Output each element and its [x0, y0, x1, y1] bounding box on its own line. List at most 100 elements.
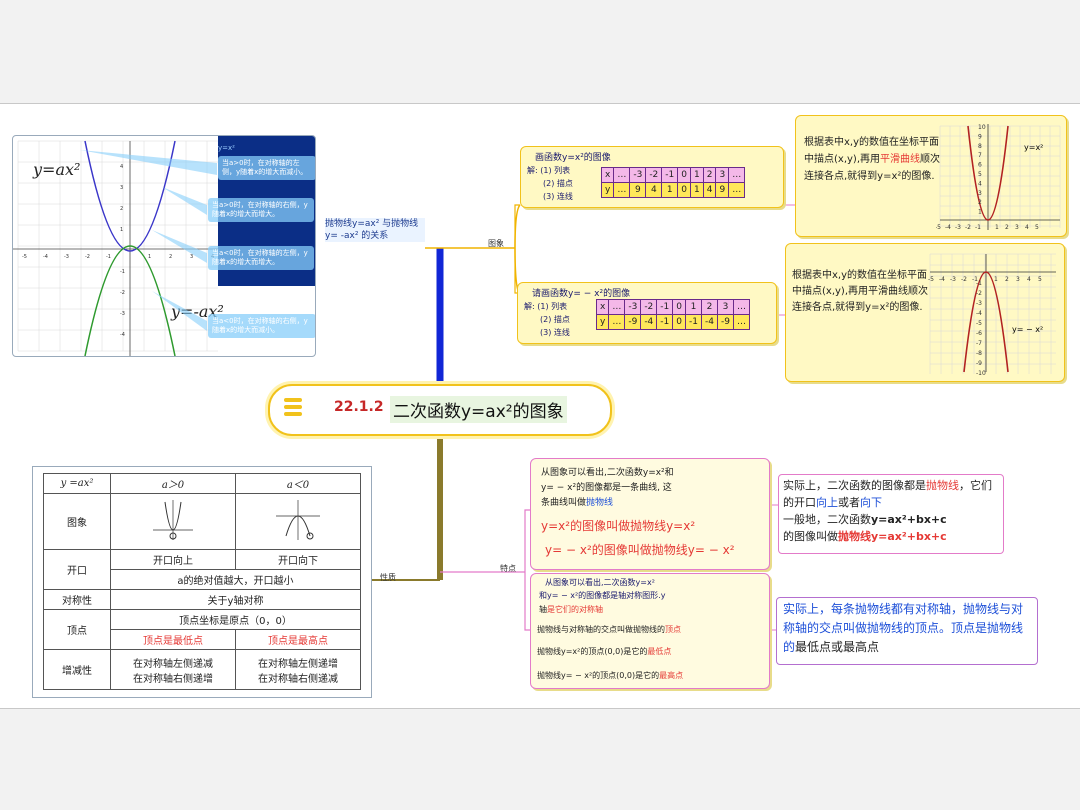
cell: -1 — [661, 167, 679, 183]
cell: -9 — [624, 314, 642, 330]
x-tick-label: -2 — [85, 254, 90, 260]
task1-heading: 画函数y=x²的图像 — [535, 153, 611, 163]
prop-vertex-row: 顶点顶点坐标是原点（0，0） — [43, 609, 361, 650]
f2-l5a: 抛物线y=x²的顶点(0,0)是它的 — [537, 647, 648, 656]
x-tick-label: -3 — [955, 224, 961, 231]
x-tick-label: -1 — [972, 276, 978, 283]
prop-image-pos — [110, 493, 236, 550]
task2-step2: (2) 描点 — [540, 315, 570, 324]
cell: 2 — [701, 299, 718, 315]
note2-box[interactable]: 根据表中x,y的数值在坐标平面中描点(x,y),再用平滑曲线顺次连接各点,就得到… — [785, 243, 1065, 382]
prop-mono-pos-2: 在对称轴右侧递增 — [133, 673, 213, 685]
task1-box[interactable]: 画函数y=x²的图像 解: (1) 列表 (2) 描点 (3) 连线 x…-3-… — [520, 146, 784, 208]
f1n-b: 抛物线 — [926, 479, 959, 492]
x-tick-label: -5 — [936, 224, 941, 231]
prop-image-neg — [235, 493, 361, 550]
cell: -3 — [629, 167, 647, 183]
y-tick-label: -4 — [120, 332, 125, 338]
task2-heading: 请画函数y= − x²的图像 — [532, 289, 631, 299]
branch-properties[interactable]: 性质 — [380, 573, 396, 582]
prop-mono-neg-1: 在对称轴左侧递增 — [258, 658, 338, 670]
feature1-box[interactable]: 从图象可以看出,二次函数y=x²和 y= − x²的图像都是一条曲线, 这 条曲… — [530, 458, 770, 570]
cell: -1 — [685, 314, 702, 330]
note2-text: 根据表中x,y的数值在坐标平面中描点(x,y),再用平滑曲线顺次连接各点,就得到… — [792, 270, 928, 313]
f1n-h: y=ax²+bx+c — [871, 513, 947, 526]
central-topic[interactable]: 22.1.2 二次函数y=ax²的图象 — [268, 384, 612, 436]
note1-box[interactable]: 根据表中x,y的数值在坐标平面中描点(x,y),再用平滑曲线顺次连接各点,就得到… — [795, 115, 1067, 237]
relation-label-text: 抛物线y=ax² 与抛物线y= -ax² 的关系 — [325, 219, 419, 241]
prop-head-row: y =ax² a＞0 a＜0 — [43, 473, 361, 494]
x-tick-label: -4 — [939, 276, 945, 283]
feature1-note[interactable]: 实际上，二次函数的图像都是抛物线，它们的开口向上或者向下 一般地，二次函数y=a… — [778, 474, 1004, 554]
x-tick-label: -2 — [961, 276, 967, 283]
x-tick-label: -1 — [106, 254, 111, 260]
cell: 1 — [685, 299, 702, 315]
cell: -1 — [656, 299, 674, 315]
feature2-line6: 抛物线y= − x²的顶点(0,0)是它的最高点 — [537, 670, 683, 681]
prop-vertex-label: 顶点 — [43, 609, 111, 650]
tip-2: 当a>0时，在对称轴的右侧，y随着x的增大而增大。 — [208, 198, 314, 222]
feature2-line2: 和y= − x²的图像都是轴对称图形.y — [539, 591, 666, 600]
prop-mono-pos: 在对称轴左侧递减在对称轴右侧递增 — [110, 649, 236, 690]
y-tick-label: 7 — [978, 152, 982, 159]
y-tick-label: -9 — [976, 360, 982, 367]
feature2-line1: 从图象可以看出,二次函数y=x² — [545, 578, 655, 587]
cell: … — [728, 182, 746, 198]
task2-box[interactable]: 请画函数y= − x²的图像 解: (1) 列表 (2) 描点 (3) 连线 x… — [517, 282, 777, 344]
left-figure[interactable]: -5-4-3-2-1123454321-1-2-3-4 y=ax² y=-ax²… — [12, 135, 316, 357]
y-tick-label: -8 — [976, 350, 982, 357]
prop-vertex-val: 顶点坐标是原点（0，0） — [110, 609, 361, 630]
y-tick-label: 10 — [978, 124, 986, 131]
y-tick-label: 9 — [978, 133, 982, 140]
x-tick-label: 3 — [190, 254, 193, 260]
cell: y — [595, 314, 610, 330]
feature2-note[interactable]: 实际上，每条抛物线都有对称轴，抛物线与对称轴的交点叫做抛物线的顶点。顶点是抛物线… — [776, 597, 1038, 665]
x-tick-label: -5 — [22, 254, 27, 260]
y-tick-label: 5 — [978, 171, 982, 178]
task2-step3: (3) 连线 — [540, 328, 570, 337]
x-tick-label: 2 — [169, 254, 172, 260]
f1n-i: 的图像叫做 — [783, 530, 838, 543]
y-tick-label: 1 — [978, 209, 982, 216]
mini-label: y=x² — [218, 144, 235, 152]
cell: -2 — [640, 299, 658, 315]
branch-features[interactable]: 特点 — [500, 564, 516, 573]
cell: 1 — [690, 182, 704, 198]
prop-head-2: a＜0 — [235, 473, 361, 494]
prop-open-neg: 开口向下 — [235, 549, 361, 570]
prop-opening-label: 开口 — [43, 549, 111, 590]
feature1-line2: y= − x²的图像都是一条曲线, 这 — [541, 483, 672, 493]
x-tick-label: 3 — [1015, 224, 1019, 231]
branch-graph[interactable]: 图象 — [488, 239, 504, 248]
relation-label[interactable]: 抛物线y=ax² 与抛物线y= -ax² 的关系 — [325, 218, 425, 242]
tip-3: 当a<0时，在对称轴的左侧，y随着x的增大而增大。 — [208, 246, 314, 270]
y-tick-label: 1 — [120, 227, 123, 233]
y-tick-label: -4 — [976, 310, 982, 317]
cell: 9 — [715, 182, 730, 198]
f2n-b: 最低点或最高点 — [795, 640, 880, 654]
feature1-line3: 条曲线叫做抛物线 — [541, 495, 613, 508]
cell: -1 — [656, 314, 674, 330]
property-table-panel[interactable]: y =ax² a＞0 a＜0 图象 开口 开口向上 开口向下 a的绝对值越大，开… — [32, 466, 372, 698]
cell: x — [595, 299, 610, 315]
y-tick-label: 6 — [978, 162, 982, 169]
cell: -4 — [701, 314, 718, 330]
feature1-line1: 从图象可以看出,二次函数y=x²和 — [541, 468, 674, 478]
cell: … — [732, 314, 750, 330]
feature1-big2: y= − x²的图像叫做抛物线y= − x² — [545, 543, 735, 557]
f1n-j: 抛物线y=ax²+bx+c — [838, 530, 947, 543]
mini-parabola-up — [153, 500, 193, 540]
cell: 0 — [672, 314, 687, 330]
feature2-box[interactable]: 从图象可以看出,二次函数y=x² 和y= − x²的图像都是轴对称图形.y 轴是… — [530, 573, 770, 689]
f1n-c: ，它们的开口 — [783, 479, 992, 509]
cell: 0 — [677, 182, 692, 198]
x-tick-label: -1 — [975, 224, 981, 231]
feature2-line4: 抛物线与对称轴的交点叫做抛物线的顶点 — [537, 624, 681, 635]
cell: 4 — [702, 182, 717, 198]
